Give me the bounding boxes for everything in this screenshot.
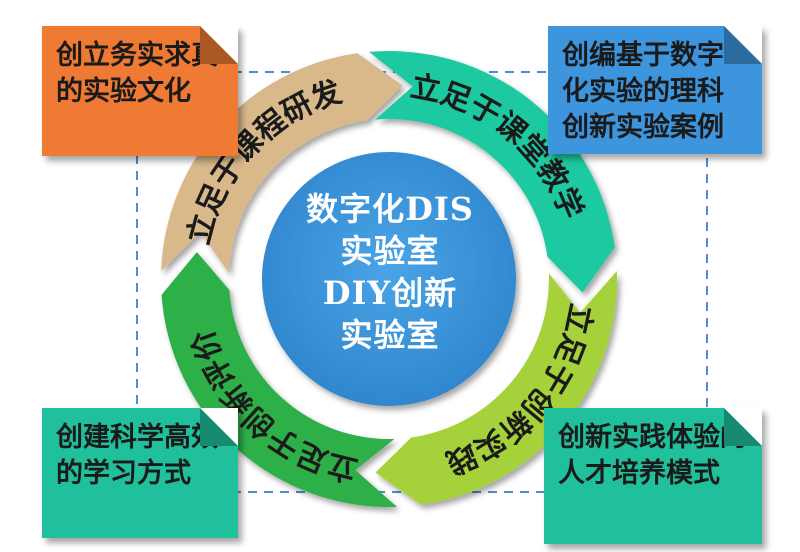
- card-talent-cultivation: 创新实践体验的人才培养模式: [544, 408, 762, 544]
- card-talent-cultivation-text: 创新实践体验的人才培养模式: [558, 422, 747, 489]
- center-line-2: 实验室: [340, 232, 440, 270]
- center-line-3: DIY创新: [322, 274, 458, 312]
- ring-segment-classroom-teaching: [369, 51, 615, 293]
- center-line-4: 实验室: [340, 316, 440, 354]
- ring-segments: [161, 51, 617, 508]
- card-learning-method: 创建科学高效的学习方式: [42, 408, 238, 538]
- ring-segment-innovation-evaluation: [161, 252, 397, 508]
- center-circle: [262, 152, 516, 406]
- ring-segment-innovation-practice: [375, 271, 617, 505]
- card-experiment-culture-text: 创立务实求真的实验文化: [56, 40, 218, 107]
- card-innovation-cases: 创编基于数字化实验的理科创新实验案例: [548, 26, 762, 154]
- center-title: 数字化DIS 实验室 DIY创新 实验室: [270, 188, 510, 356]
- ring-segment-curriculum-development: [161, 53, 403, 274]
- center-line-1: 数字化DIS: [306, 190, 474, 228]
- card-learning-method-text: 创建科学高效的学习方式: [56, 422, 218, 489]
- card-experiment-culture: 创立务实求真的实验文化: [42, 26, 238, 156]
- card-innovation-cases-text: 创编基于数字化实验的理科创新实验案例: [562, 40, 724, 143]
